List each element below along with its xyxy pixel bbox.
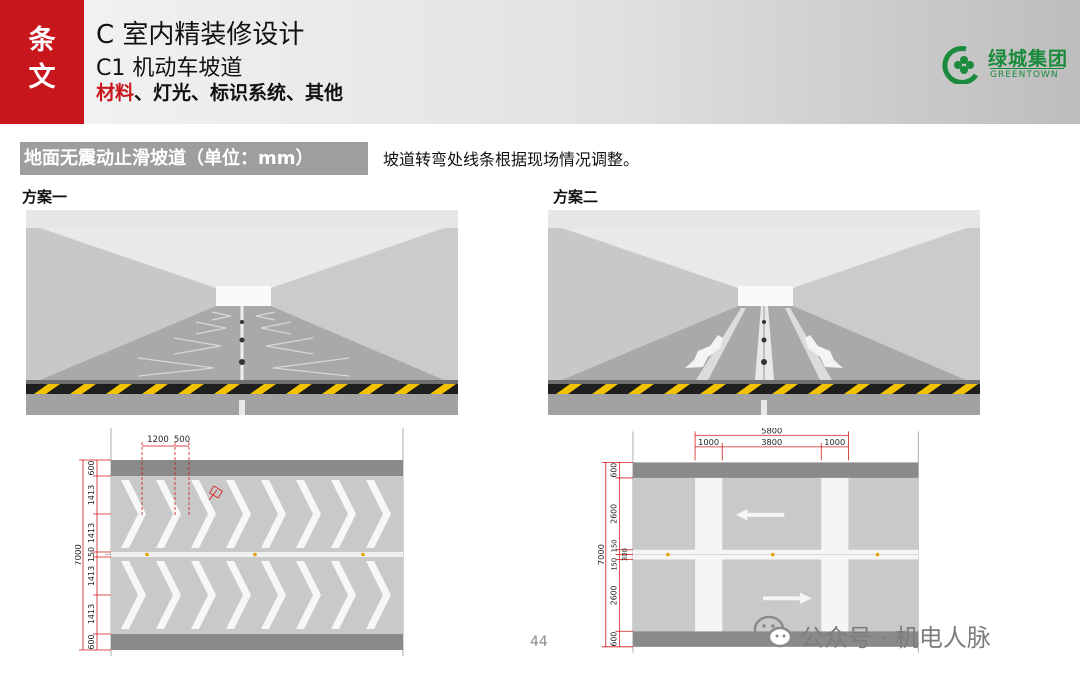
clause-label: 条 文 [0,0,84,124]
dim-left-small: 300 [621,548,629,561]
dim-left-7: 600 [87,634,96,649]
arrow-left-icon [735,509,785,521]
logo-name-cn: 绿城集团 [988,48,1069,70]
dim-left-2: 2600 [609,504,618,524]
dim-top-total: 5800 [761,428,782,435]
dim-total: 7000 [75,544,84,566]
scheme1-drawing: 1200 500 7000 600 1413 1413 150 1413 141… [75,428,404,656]
watermark: 公众号 · 机电人脉 [752,612,991,652]
dim-left-2: 1413 [87,485,96,505]
dim-top-3: 1000 [824,437,845,447]
section-note: 坡道转弯处线条根据现场情况调整。 [383,150,640,169]
slope-symbol-icon [208,485,223,501]
topic-rest: 、灯光、标识系统、其他 [134,82,344,104]
section-label: 地面无震动止滑坡道（单位：mm） [20,142,368,175]
clause-char-1: 条 [28,25,56,56]
page-title: C 室内精装修设计 [96,20,305,50]
scheme2-render [548,210,980,415]
arrow-right-icon [763,592,812,605]
wechat-icon [753,615,793,648]
clover-icon [942,46,979,84]
dim-left-5: 1413 [87,566,96,586]
page-number: 44 [530,634,548,650]
scheme1-render [26,210,458,415]
dim-top-1: 1000 [698,437,719,447]
topic-highlight: 材料 [96,82,135,104]
dim-left-1: 600 [609,463,618,478]
dim-top-2: 500 [174,435,190,445]
dim-left-3: 150 [610,539,618,552]
dim-top-2: 3800 [761,437,782,447]
dim-left-4: 150 [87,547,96,562]
scheme2-title: 方案二 [553,188,599,206]
scheme2-drawing: 5800 1000 3800 1000 7000 600 2600 150 15… [598,428,919,653]
dim-left-5: 2600 [609,585,618,605]
page-subtitle: C1 机动车坡道 [96,56,243,81]
clause-char-2: 文 [28,62,56,93]
dim-left-1: 600 [87,460,96,475]
dim-left-4: 150 [610,558,618,571]
dim-left-6: 600 [609,632,618,647]
dim-left-3: 1413 [87,523,96,543]
topic-list: 材料、灯光、标识系统、其他 [96,78,343,105]
scheme1-title: 方案一 [22,188,68,206]
watermark-text: 公众号 · 机电人脉 [800,624,991,652]
dim-top-1: 1200 [147,435,169,445]
dim-total: 7000 [598,544,606,565]
company-logo: 绿城集团 GREENTOWN [940,44,1070,84]
header-banner [0,0,1080,124]
logo-name-en: GREENTOWN [990,68,1064,80]
dim-left-6: 1413 [87,604,96,624]
